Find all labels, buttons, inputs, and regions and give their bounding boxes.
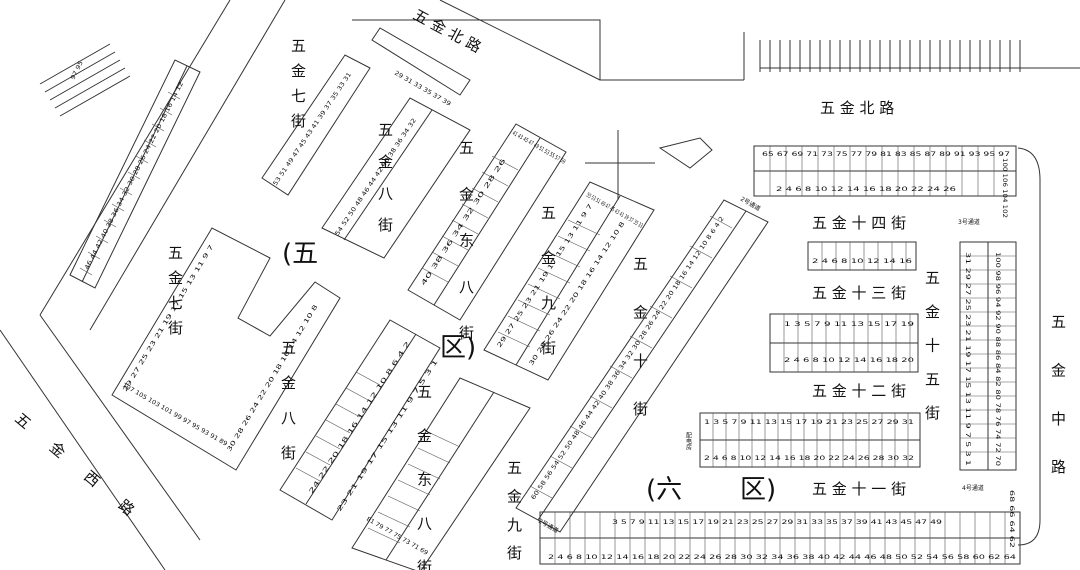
- road-edge-west-1: [39, 0, 231, 316]
- street-wujin-15: 五 金 十 五 街: [923, 270, 941, 420]
- block-cap: [371, 27, 471, 96]
- lot-east-right: 100 98 96 94 92 90 88 86 84 82 80 78 76 …: [994, 252, 1001, 466]
- street-wujin-8-top: 五 金 八 街: [376, 122, 394, 232]
- block-7-u: [111, 227, 341, 471]
- block-east8-bottom: [351, 377, 531, 570]
- lot-north-top: 65 67 69 71 73 75 77 79 81 83 85 87 89 9…: [762, 151, 1010, 158]
- street-wujin-north-right: 五 金 北 路: [820, 99, 894, 117]
- lot-north-bottom: 2 4 6 8 10 12 14 16 18 20 22 24 26: [776, 186, 956, 193]
- block-west-strip: [69, 59, 201, 289]
- zone5-label-a: (五: [282, 239, 318, 269]
- stall-dividers: [554, 146, 1016, 564]
- lot-south-top: 3 5 7 9 11 13 15 17 19 21 23 25 27 29 31…: [612, 519, 942, 526]
- lot-corner-ne: 100 106 104 102: [1001, 158, 1008, 218]
- island: [658, 137, 713, 169]
- road-edge-sw: [0, 329, 166, 570]
- lot-block13-bottom: 2 4 6 8 10 12 14 16 18 20: [784, 357, 914, 364]
- street-wujin-9-bottom: 五 金 九 街: [505, 460, 523, 560]
- road-edge-west-2: [89, 0, 286, 331]
- lot-top-left: 53 51 49 47 45 43 41 39 37 35 33 31: [272, 71, 353, 187]
- street-wujin-13: 五 金 十 三 街: [812, 284, 906, 302]
- north-comb: [759, 40, 1021, 72]
- block-8: [279, 319, 441, 521]
- street-wujin-north-diag: 五 金 北 路: [410, 6, 484, 57]
- street-wujin-12: 五 金 十 二 街: [812, 382, 906, 400]
- lot-block12-top: 1 3 5 7 9 11 13 15 17 19 21 23 25 27 29 …: [704, 419, 914, 426]
- block-top-left: [261, 54, 371, 196]
- lot-corner-se: 68 66 64 62: [1008, 490, 1015, 548]
- passage-4: 4号通道: [962, 484, 984, 492]
- survey-cross: [585, 130, 655, 200]
- lot-block13-top: 1 3 5 7 9 11 13 15 17 19: [784, 321, 914, 328]
- lot-east-cols: 31 29 27 25 23 21 19 17 15 13 11 9 7 5 3…: [964, 158, 1015, 548]
- lot-block14: 2 4 6 8 10 12 14 16: [812, 258, 912, 265]
- power-room: 配电房: [685, 432, 692, 451]
- road-edge-north-diag: [439, 0, 601, 81]
- block-10: [515, 199, 769, 533]
- lot-west-strip: 46 44 42 40 38 36 34 32 30 28 26 24 22 2…: [84, 80, 186, 270]
- street-wujin-10: 五 金 十 街: [631, 256, 649, 416]
- street-wujin-east8-top: 五 金 东 八 街: [457, 140, 475, 340]
- street-wujin-11: 五 金 十 一 街: [812, 480, 906, 498]
- zone6-label-a: (六: [646, 475, 682, 505]
- zone5-blocks: [69, 27, 655, 570]
- block-14: [807, 241, 917, 271]
- diag-stalls: [79, 91, 733, 544]
- zone5-label-b: 区): [440, 333, 476, 363]
- lot-numbers: 65 67 69 71 73 75 77 79 81 83 85 87 89 9…: [548, 151, 1016, 561]
- lot-block12-bottom: 2 4 6 8 10 12 14 16 18 20 22 24 26 28 30…: [704, 455, 914, 462]
- road-edge-sw-2: [39, 314, 201, 541]
- lot-7-bottom: 107 105 103 101 99 97 95 93 91 89: [121, 382, 229, 448]
- zone6-label-b: 区): [740, 475, 776, 505]
- lot-east8-col: 40 38 36 34 32 30 28 26: [420, 157, 508, 287]
- passage-3: 3号通道: [958, 218, 980, 226]
- street-wujin-7-top: 五 金 七 街: [289, 38, 307, 128]
- street-wujin-east8-bottom: 五 金 东 八 街: [415, 384, 433, 570]
- zone-labels: (五 区) (六 区): [282, 239, 776, 505]
- west-strip-comb: [39, 43, 131, 117]
- lot-east-left: 31 29 27 25 23 21 19 17 15 13 11 9 7 5 3…: [964, 252, 971, 466]
- street-wujin-middle: 五 金 中 路: [1049, 314, 1067, 474]
- road-edge-north-top: [352, 19, 744, 81]
- street-wujin-14: 五 金 十 四 街: [812, 214, 906, 232]
- street-wujin-7-left: 五 金 七 街: [166, 245, 184, 335]
- lot-9-top: 55 53 51 49 47 45 43 41 39 37 35 33: [585, 192, 644, 230]
- block-east8: [407, 123, 567, 321]
- road-edge-east: [1017, 147, 1041, 546]
- block-top-center: [321, 97, 471, 259]
- block-9: [483, 181, 655, 381]
- passage-2-top: 2号通道: [739, 195, 762, 213]
- lot-cap: 29 31 33 35 37 39: [393, 70, 452, 108]
- lot-south-bottom: 2 4 6 8 10 12 14 16 18 20 22 24 26 28 30…: [548, 554, 1016, 561]
- lot-7-right: 30 28 26 24 22 20 18 16 14 12 10 8: [226, 303, 320, 453]
